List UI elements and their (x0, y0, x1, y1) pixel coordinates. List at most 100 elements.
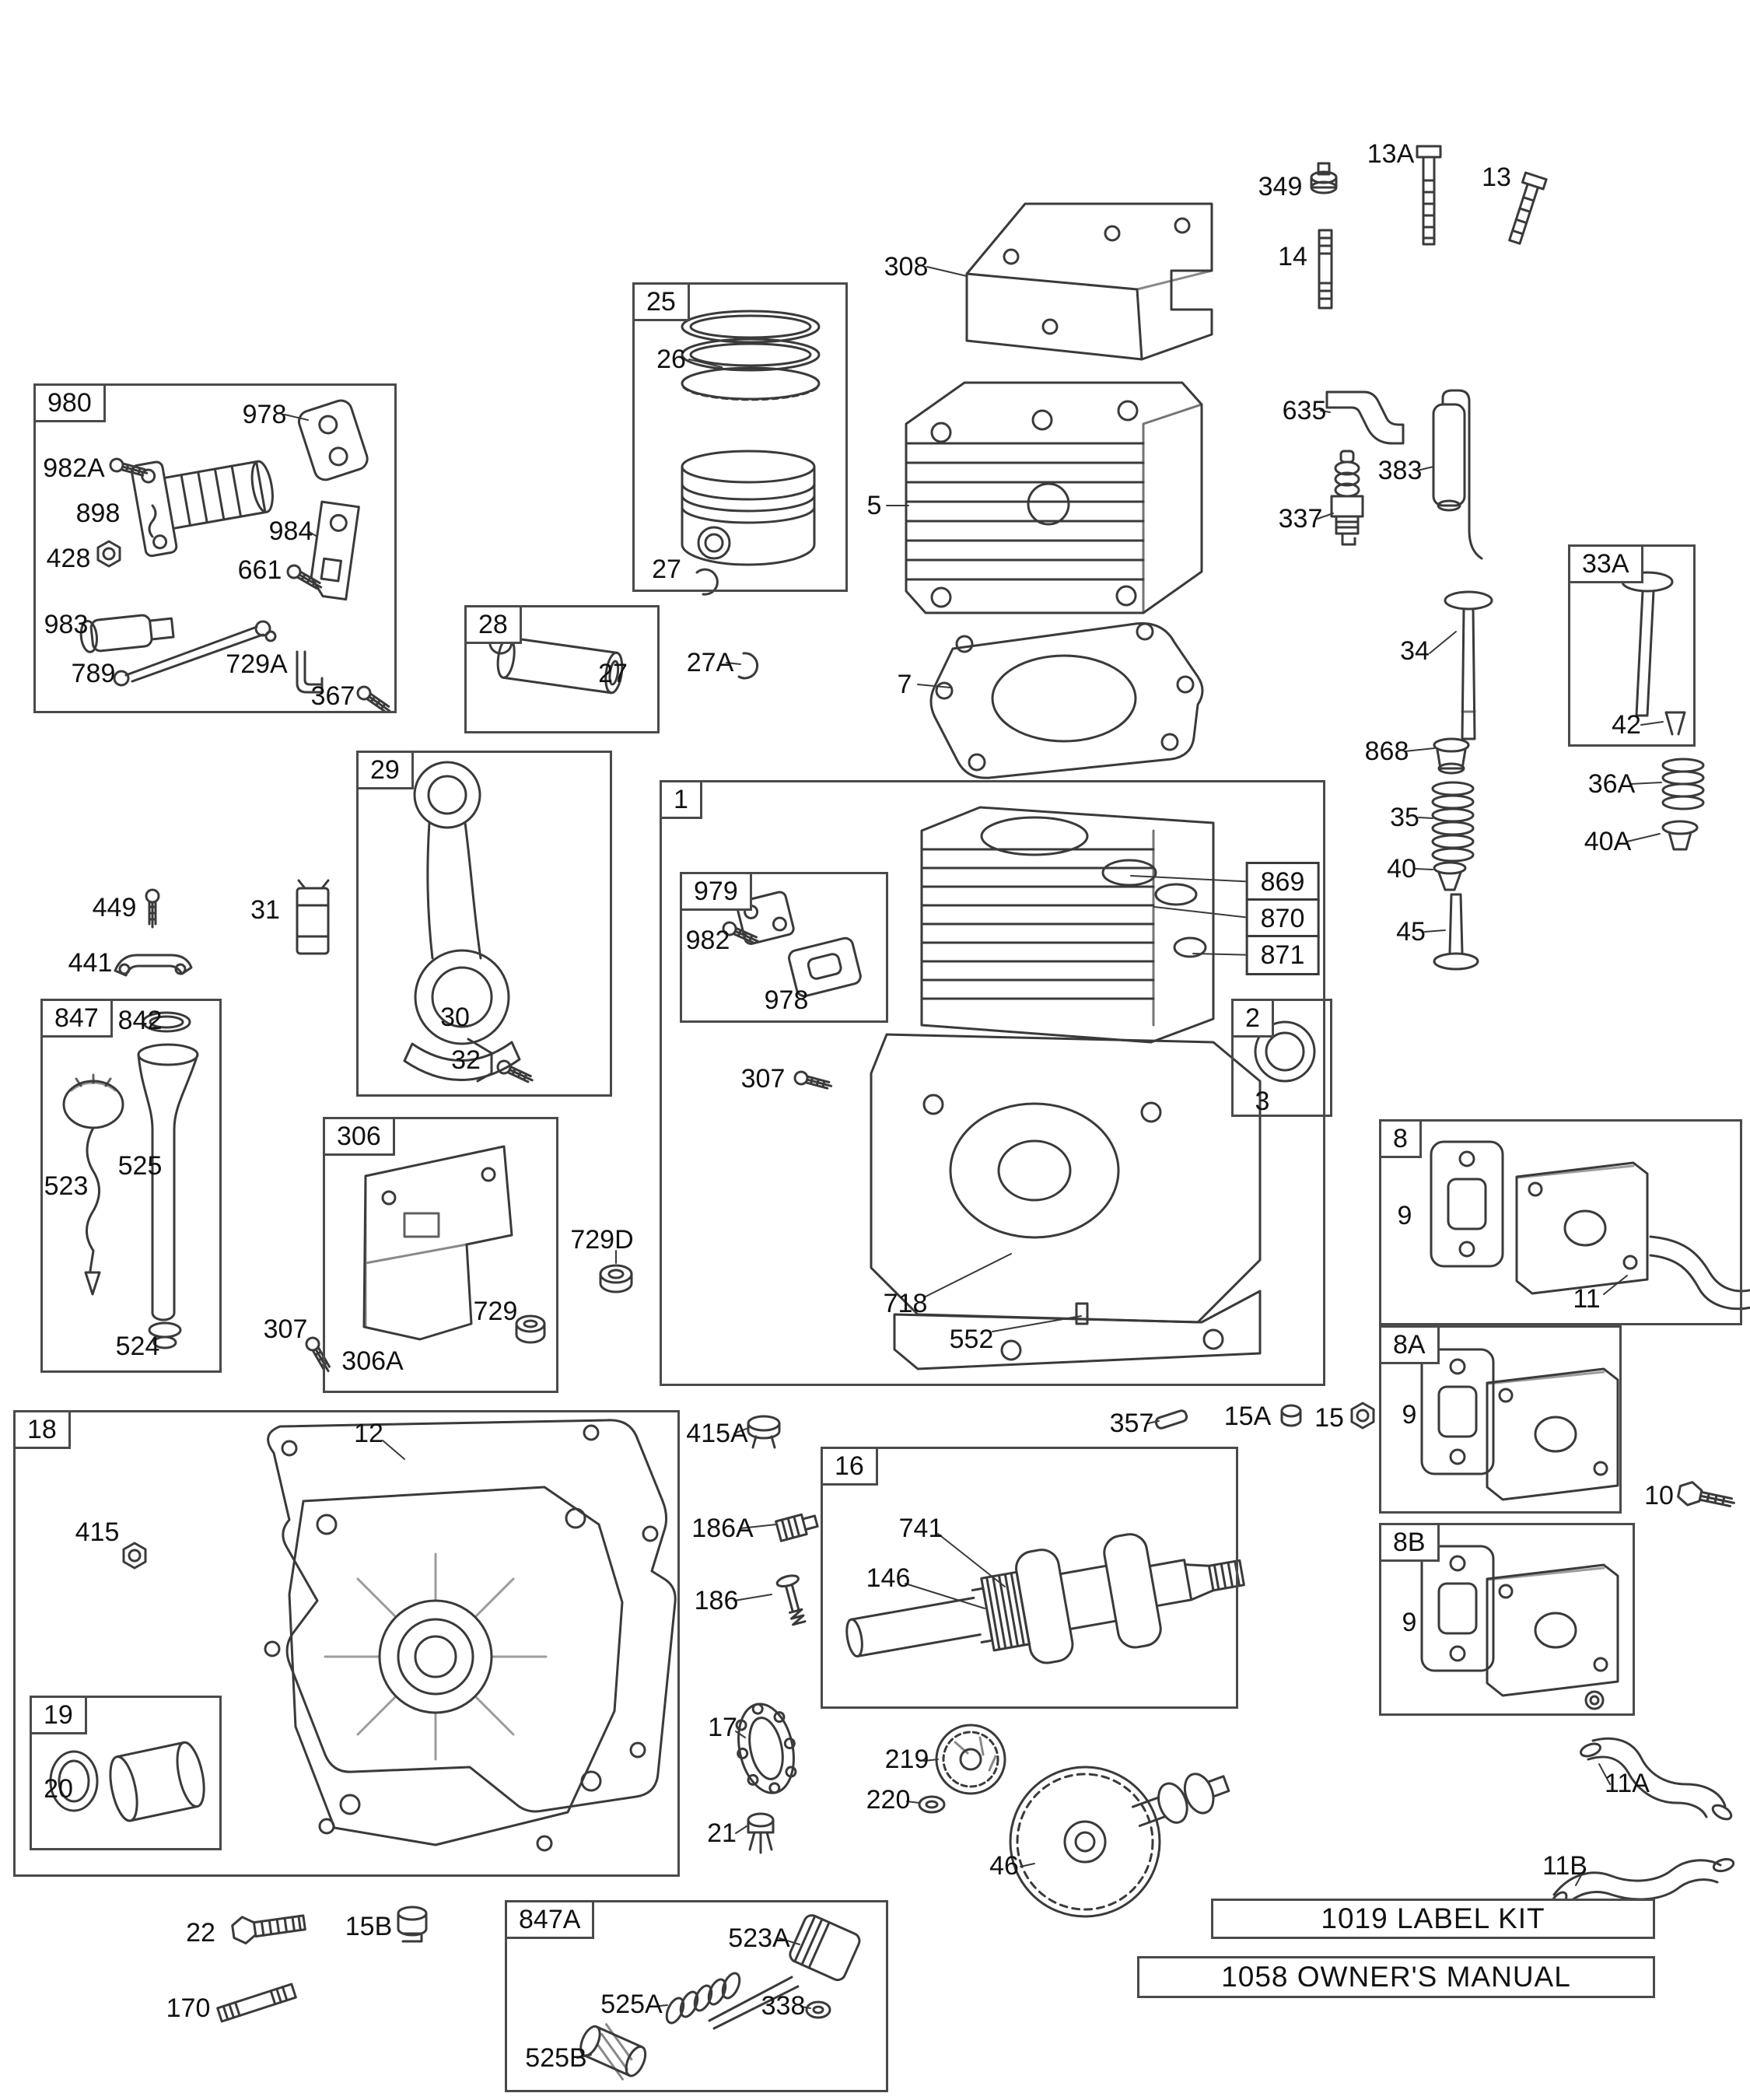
group-box-979: 979 (680, 872, 888, 1023)
part-label-5: 5 (866, 491, 882, 520)
part-label-27: 27 (598, 659, 628, 688)
screw-10-illustration (1677, 1481, 1735, 1507)
part-label-337: 337 (1278, 504, 1323, 534)
retainer-40a-illustration (1661, 820, 1699, 851)
part-label-525a: 525A (600, 1990, 663, 2019)
plug-15a-illustration (1280, 1404, 1302, 1427)
part-label-552: 552 (949, 1325, 994, 1354)
collet-42-illustration (1664, 711, 1686, 736)
oil-seal-3-illustration (1254, 1020, 1316, 1083)
group-box-label-29: 29 (356, 751, 414, 789)
part-label-661: 661 (237, 555, 282, 585)
crankcase-cover-18-illustration (288, 1486, 624, 1846)
part-label-984: 984 (268, 516, 313, 546)
boxed-part-label-871: 871 (1245, 935, 1320, 975)
part-label-307: 307 (263, 1314, 308, 1344)
part-label-21: 21 (707, 1818, 737, 1848)
crankshaft-16-illustration (845, 1533, 1245, 1664)
note-1058-owner-s-manual: 1058 OWNER'S MANUAL (1137, 1956, 1655, 1998)
part-label-30: 30 (440, 1003, 470, 1032)
part-label-31: 31 (250, 895, 280, 925)
plug-15-illustration (1350, 1402, 1375, 1430)
boxed-part-label-870: 870 (1245, 898, 1320, 939)
stud-170-illustration (216, 1983, 297, 2023)
part-label-525b: 525B (525, 2043, 587, 2073)
part-label-729a: 729A (226, 649, 288, 679)
part-label-306a: 306A (341, 1346, 404, 1376)
grommet-729d-illustration (599, 1264, 633, 1293)
cylinder-block-1-illustration (870, 806, 1262, 1370)
part-label-9: 9 (1402, 1400, 1417, 1430)
part-label-842: 842 (117, 1006, 163, 1035)
governor-gear-219-illustration (935, 1724, 1006, 1795)
part-label-898: 898 (75, 499, 121, 528)
part-label-349: 349 (1258, 172, 1303, 201)
part-label-523: 523 (44, 1171, 89, 1201)
part-label-42: 42 (1612, 710, 1641, 740)
part-label-15b: 15B (345, 1912, 393, 1941)
head-gasket-7-illustration (929, 622, 1204, 779)
cylinder-head-5-illustration (905, 381, 1203, 614)
part-label-415a: 415A (686, 1419, 748, 1448)
fitting-186a-illustration (775, 1513, 819, 1542)
group-box-label-25: 25 (632, 282, 690, 321)
part-label-170: 170 (166, 1993, 211, 2023)
group-box-label-8: 8 (1379, 1119, 1422, 1158)
group-box-label-28: 28 (464, 605, 522, 644)
washer-338-illustration (805, 2000, 831, 2019)
group-box-label-19: 19 (30, 1696, 87, 1734)
part-label-17: 17 (708, 1713, 737, 1742)
part-label-789: 789 (71, 659, 116, 688)
washer-220-illustration (918, 1795, 946, 1814)
group-box-2: 2 (1231, 999, 1332, 1117)
part-label-983: 983 (44, 610, 89, 639)
nut-349-illustration (1310, 162, 1338, 194)
breather-8-illustration (1430, 1140, 1750, 1311)
group-box-label-979: 979 (680, 872, 752, 911)
part-label-338: 338 (761, 1991, 806, 2021)
plug-415a-illustration (747, 1415, 781, 1449)
part-label-308: 308 (884, 252, 929, 282)
part-label-383: 383 (1377, 456, 1423, 485)
group-box-28: 28 (464, 605, 660, 733)
group-box-8a: 8A (1379, 1325, 1622, 1514)
part-label-718: 718 (883, 1289, 928, 1318)
part-label-524: 524 (115, 1332, 160, 1361)
plug-boot-635-illustration (1325, 390, 1405, 445)
dipstick-523a-illustration (708, 1914, 861, 2030)
group-box-16: 16 (821, 1447, 1238, 1709)
part-label-27: 27 (652, 555, 681, 584)
valve-spring-35-illustration (1431, 781, 1475, 863)
part-label-34: 34 (1400, 636, 1430, 666)
screen-525b-illustration (579, 2023, 647, 2081)
part-label-186a: 186A (691, 1514, 754, 1543)
part-label-36a: 36A (1587, 769, 1636, 799)
oil-fill-assembly-980-illustration (79, 399, 394, 717)
ball-bearing-17-illustration (735, 1703, 797, 1794)
part-label-13a: 13A (1367, 139, 1415, 169)
bolt-13-illustration (1508, 171, 1548, 245)
spark-plug-337-illustration (1330, 450, 1364, 546)
stud-14-illustration (1318, 229, 1333, 310)
part-label-523a: 523A (728, 1923, 790, 1953)
exhaust-valve-34-illustration (1444, 590, 1493, 740)
spring-525a-illustration (665, 1972, 741, 2025)
group-box-label-847a: 847A (505, 1900, 595, 1939)
group-box-980: 980 (33, 383, 397, 713)
valve-186-illustration (775, 1574, 807, 1626)
oil-cap-523-illustration (62, 1073, 124, 1296)
part-label-10: 10 (1644, 1481, 1674, 1510)
group-box-label-2: 2 (1231, 999, 1274, 1038)
group-box-label-306: 306 (323, 1117, 395, 1156)
group-box-8b: 8B (1379, 1523, 1635, 1716)
part-label-449: 449 (92, 893, 137, 922)
group-box-label-8a: 8A (1379, 1325, 1440, 1364)
key-357-illustration (1154, 1409, 1188, 1430)
leader-lines (284, 266, 1664, 2059)
boxed-part-label-869: 869 (1245, 862, 1320, 902)
group-box-306: 306 (323, 1117, 558, 1393)
group-box-label-16: 16 (821, 1447, 878, 1486)
group-box-847: 847 (40, 999, 222, 1373)
